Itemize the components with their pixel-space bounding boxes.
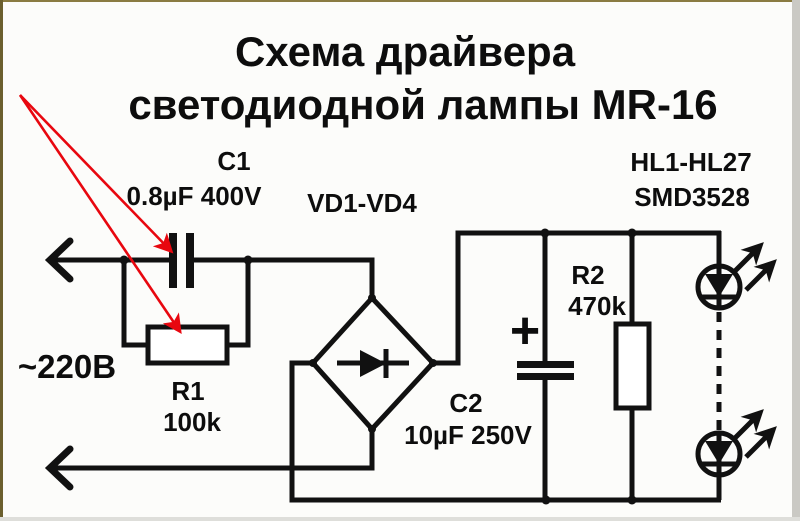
label-c2-value: 10µF 250V [404, 420, 532, 450]
light-emission-arrow-icon [744, 259, 777, 292]
image-edge-bottom [0, 517, 800, 521]
junction-dots [119, 228, 637, 505]
light-emission-arrow-icon [744, 426, 777, 459]
junction-dot [119, 255, 129, 265]
capacitor-c2 [517, 231, 574, 500]
junction-dot [368, 425, 376, 433]
junction-dot [627, 495, 637, 505]
led-hl27 [695, 409, 777, 500]
label-mains-voltage: ~220В [18, 348, 116, 385]
label-bridge: VD1-VD4 [307, 188, 417, 218]
label-c2-name: C2 [449, 388, 482, 418]
junction-dot [627, 228, 637, 238]
wire-ac-bottom [52, 429, 375, 471]
led-triangle-icon [705, 441, 733, 464]
label-r1-name: R1 [171, 376, 204, 406]
light-emission-arrow-icon [731, 242, 764, 275]
annotation-arrow-to-c1 [19, 94, 174, 254]
ac-arrow-bottom-icon [44, 445, 74, 491]
resistor-r1 [121, 258, 251, 366]
label-c1-name: C1 [217, 146, 250, 176]
label-led-range: HL1-HL27 [630, 147, 751, 177]
label-led-type: SMD3528 [634, 182, 750, 212]
resistor-r2 [613, 233, 652, 500]
ac-arrow-top-icon [44, 237, 74, 283]
image-edge-right [792, 0, 800, 521]
title-line-2: светодиодной лампы MR-16 [128, 81, 717, 128]
label-r1-value: 100k [163, 407, 221, 437]
led-circle [695, 263, 743, 311]
label-r2-name: R2 [571, 260, 604, 290]
title-line-1: Схема драйвера [235, 28, 576, 75]
capacitor-c1 [169, 233, 194, 288]
junction-dot [541, 495, 551, 505]
image-border-top [0, 0, 800, 2]
label-c2-polarity: + [510, 302, 540, 360]
diode-triangle-icon [360, 350, 386, 377]
wire-dc-minus-rail [289, 360, 721, 503]
light-emission-arrow-icon [731, 409, 764, 442]
label-c1-value: 0.8µF 400V [127, 181, 263, 211]
bridge-rectifier-vd1-vd4 [309, 294, 437, 433]
junction-dot [540, 228, 550, 238]
wire-dc-plus-rail [433, 230, 721, 366]
led-triangle-icon [705, 274, 733, 297]
annotation-arrow-to-r1 [18, 94, 182, 335]
label-r2-value: 470k [568, 291, 626, 321]
junction-dot [309, 359, 317, 367]
junction-dot [368, 294, 376, 302]
image-border-left [0, 0, 3, 521]
wire-ac-top-right [194, 257, 375, 298]
junction-dot [429, 359, 437, 367]
junction-dot [243, 255, 253, 265]
led-hl1 [695, 242, 777, 311]
